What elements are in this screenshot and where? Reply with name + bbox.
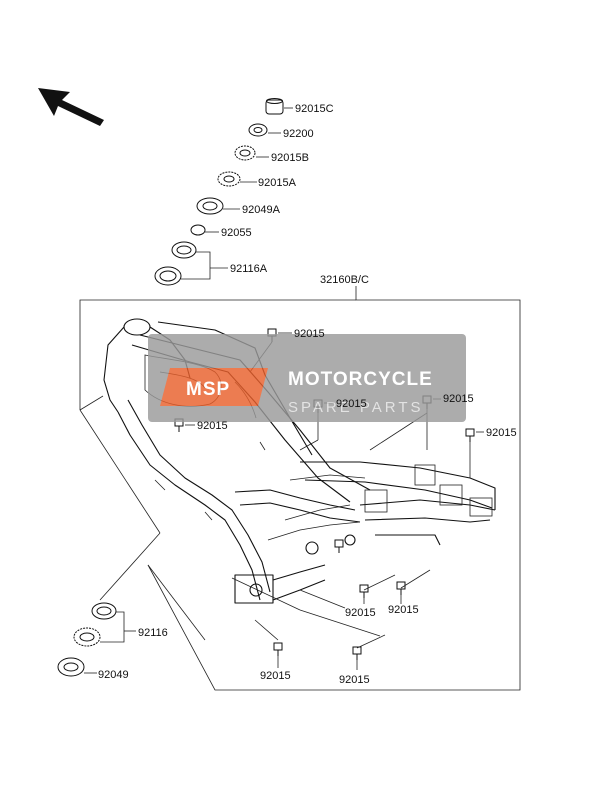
- bolt-icon: [273, 642, 283, 656]
- label-92015: 92015: [336, 398, 367, 410]
- label-92055: 92055: [221, 227, 252, 239]
- label-92015: 92015: [345, 607, 376, 619]
- label-92116: 92116: [138, 627, 168, 639]
- bearing-92116-roller: [73, 627, 101, 647]
- bolt-icon: [334, 539, 344, 553]
- label-92015: 92015: [388, 604, 419, 616]
- label-92049A: 92049A: [242, 204, 281, 216]
- top-leader-lines: [181, 107, 293, 280]
- race-92116A-lower: [154, 266, 182, 286]
- part-labels: 92015C 92200 92015B 92015A 92049A 92055 …: [98, 103, 517, 686]
- bearing-92116A-upper: [171, 241, 197, 259]
- seal-92049: [57, 657, 85, 677]
- bottom-leader-lines: [84, 611, 136, 674]
- guide-lines: [79, 395, 206, 641]
- washer-92200: [248, 123, 268, 137]
- bolt-icon: [396, 581, 406, 595]
- label-32160BC: 32160B/C: [320, 274, 369, 286]
- label-92015: 92015: [260, 670, 291, 682]
- watermark-logo: MSP: [160, 368, 268, 406]
- frame-assembly-box: [79, 286, 521, 691]
- bolt-icon: [465, 428, 475, 442]
- o-ring-92055: [190, 224, 206, 236]
- watermark-subtitle: SPARE PARTS: [288, 399, 424, 416]
- label-92015: 92015: [443, 393, 474, 405]
- nut-92015B: [234, 145, 256, 161]
- label-92015B: 92015B: [271, 152, 309, 164]
- front-direction-arrow-icon: [38, 88, 104, 126]
- bolt-icon: [359, 584, 369, 598]
- bolt-icon: [352, 646, 362, 660]
- steering-stem-nut: [265, 98, 284, 115]
- label-92015: 92015: [486, 427, 517, 439]
- svg-text:MSP: MSP: [186, 379, 230, 400]
- label-92049: 92049: [98, 669, 129, 681]
- label-92015: 92015: [294, 328, 325, 340]
- label-92015C: 92015C: [295, 103, 334, 115]
- watermark-title: MOTORCYCLE: [288, 369, 433, 390]
- label-92015: 92015: [339, 674, 370, 686]
- label-92200: 92200: [283, 128, 314, 140]
- label-92015A: 92015A: [258, 177, 297, 189]
- watermark: MSP MOTORCYCLE SPARE PARTS: [148, 334, 466, 422]
- label-92015: 92015: [197, 420, 228, 432]
- seal-92049A: [196, 197, 224, 215]
- nut-92015A: [217, 171, 241, 187]
- race-92116-lower: [91, 602, 117, 620]
- label-92116A: 92116A: [230, 263, 268, 275]
